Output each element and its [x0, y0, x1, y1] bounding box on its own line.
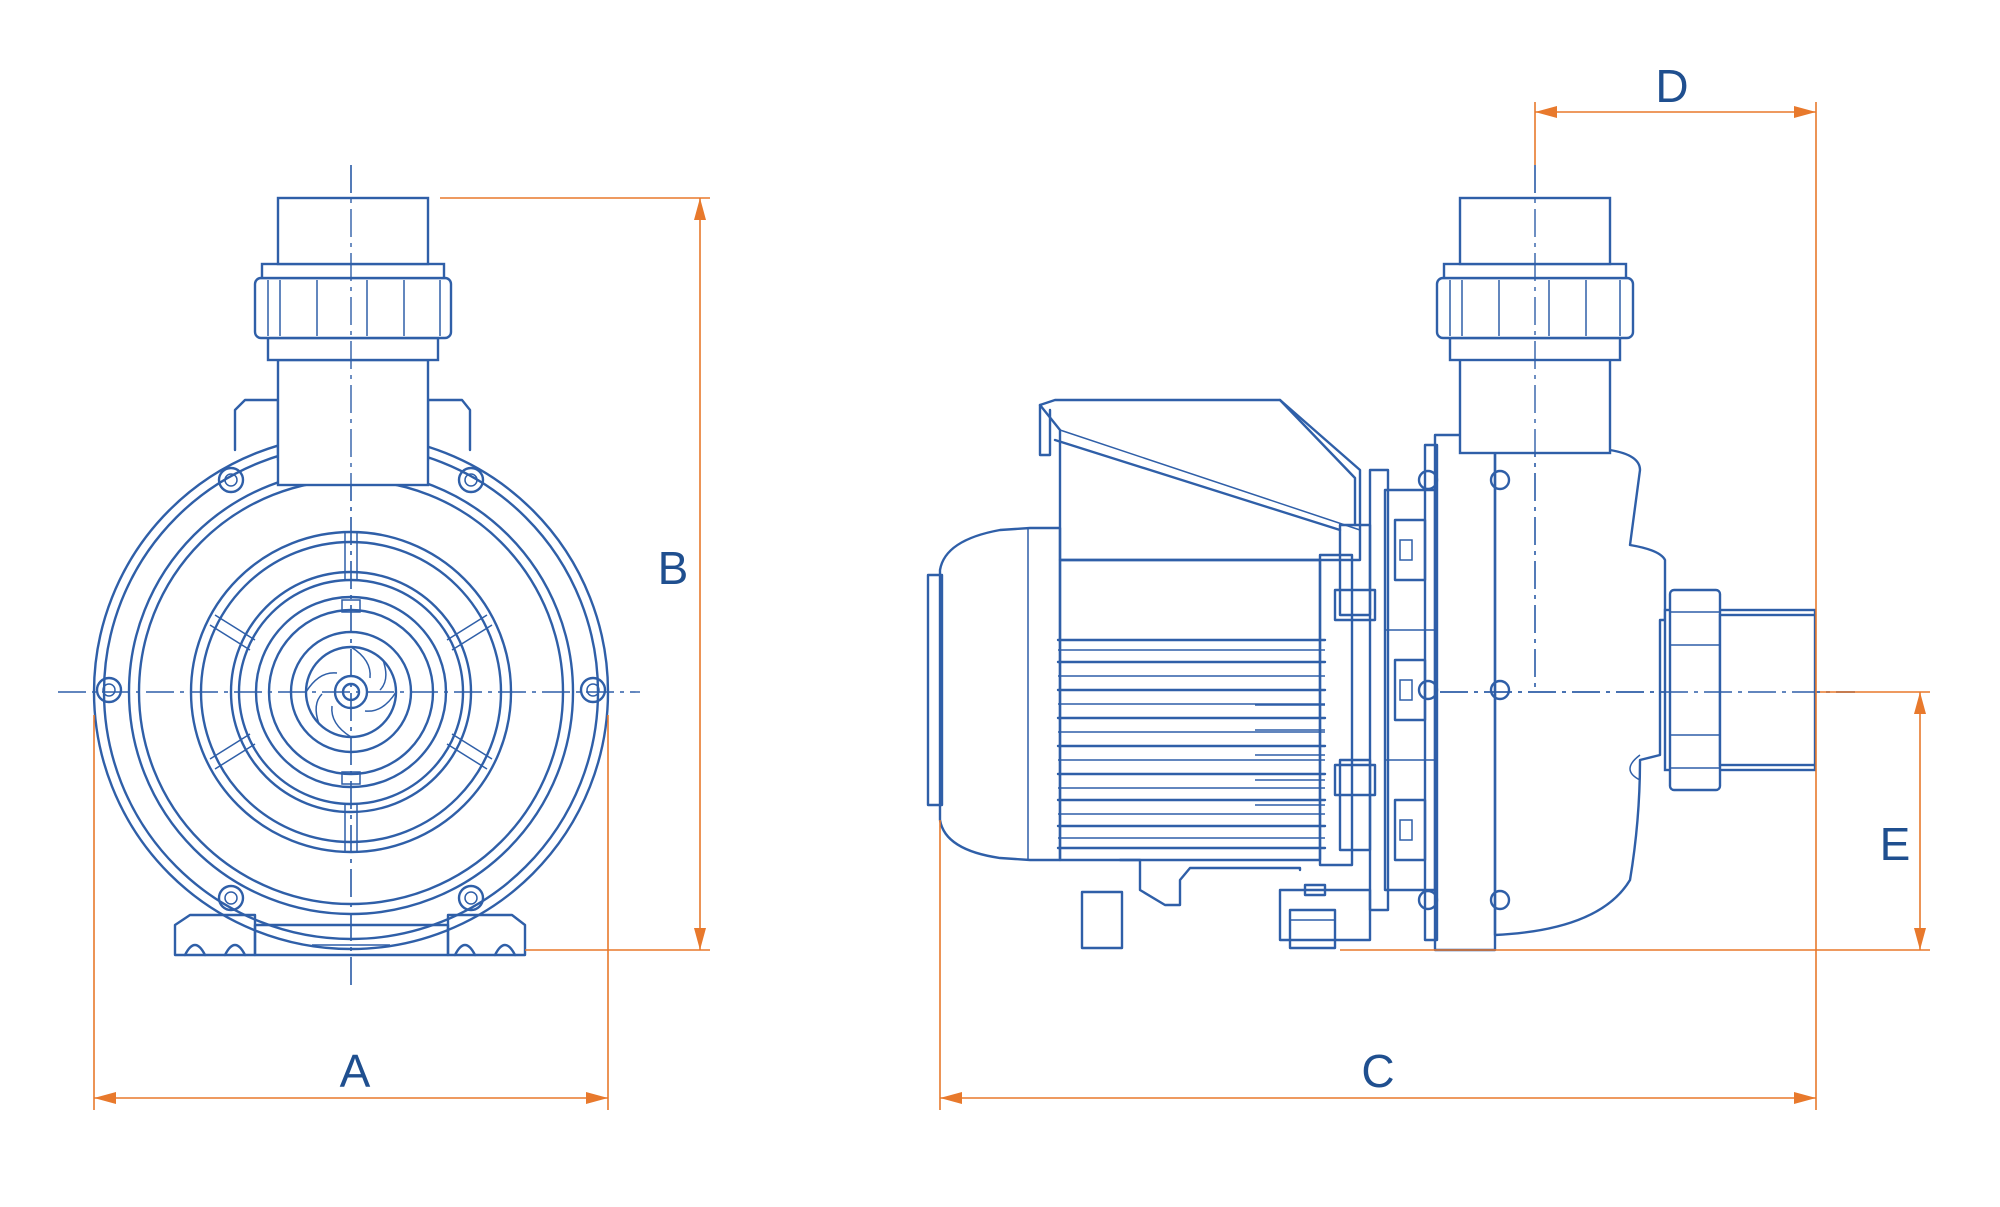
motor-foot [1080, 858, 1372, 950]
front-top-bracket-left [233, 398, 280, 462]
front-cover-spokes [209, 533, 493, 851]
label-C: C [1361, 1045, 1394, 1097]
motor-cooling-fins [1056, 638, 1327, 850]
front-union-nut [253, 276, 453, 340]
label-E: E [1880, 818, 1911, 870]
terminal-box [1038, 398, 1362, 562]
bearing-bracket [1385, 518, 1435, 862]
motor-flange [1318, 468, 1437, 912]
dimension-labels: A B C D E [340, 60, 1911, 1097]
label-A: A [340, 1045, 371, 1097]
front-top-bracket-right [426, 398, 472, 462]
dimension-C [939, 102, 1817, 1110]
label-D: D [1655, 60, 1688, 112]
dimension-B [440, 197, 710, 951]
dimension-E [1340, 691, 1930, 951]
front-flange-bolts [95, 466, 607, 912]
dimension-lines [93, 102, 1930, 1110]
pump-volute-body [1493, 448, 1667, 937]
dimension-A [93, 715, 609, 1110]
dimension-D [1534, 102, 1816, 165]
front-discharge-neck [276, 358, 430, 487]
front-pipe-stub [276, 196, 430, 266]
label-B: B [658, 542, 689, 594]
motor-end-cap [926, 526, 1062, 862]
side-view [926, 165, 1855, 952]
motor-body [1058, 558, 1322, 862]
front-view [58, 165, 640, 990]
suction-port [1440, 588, 1855, 792]
